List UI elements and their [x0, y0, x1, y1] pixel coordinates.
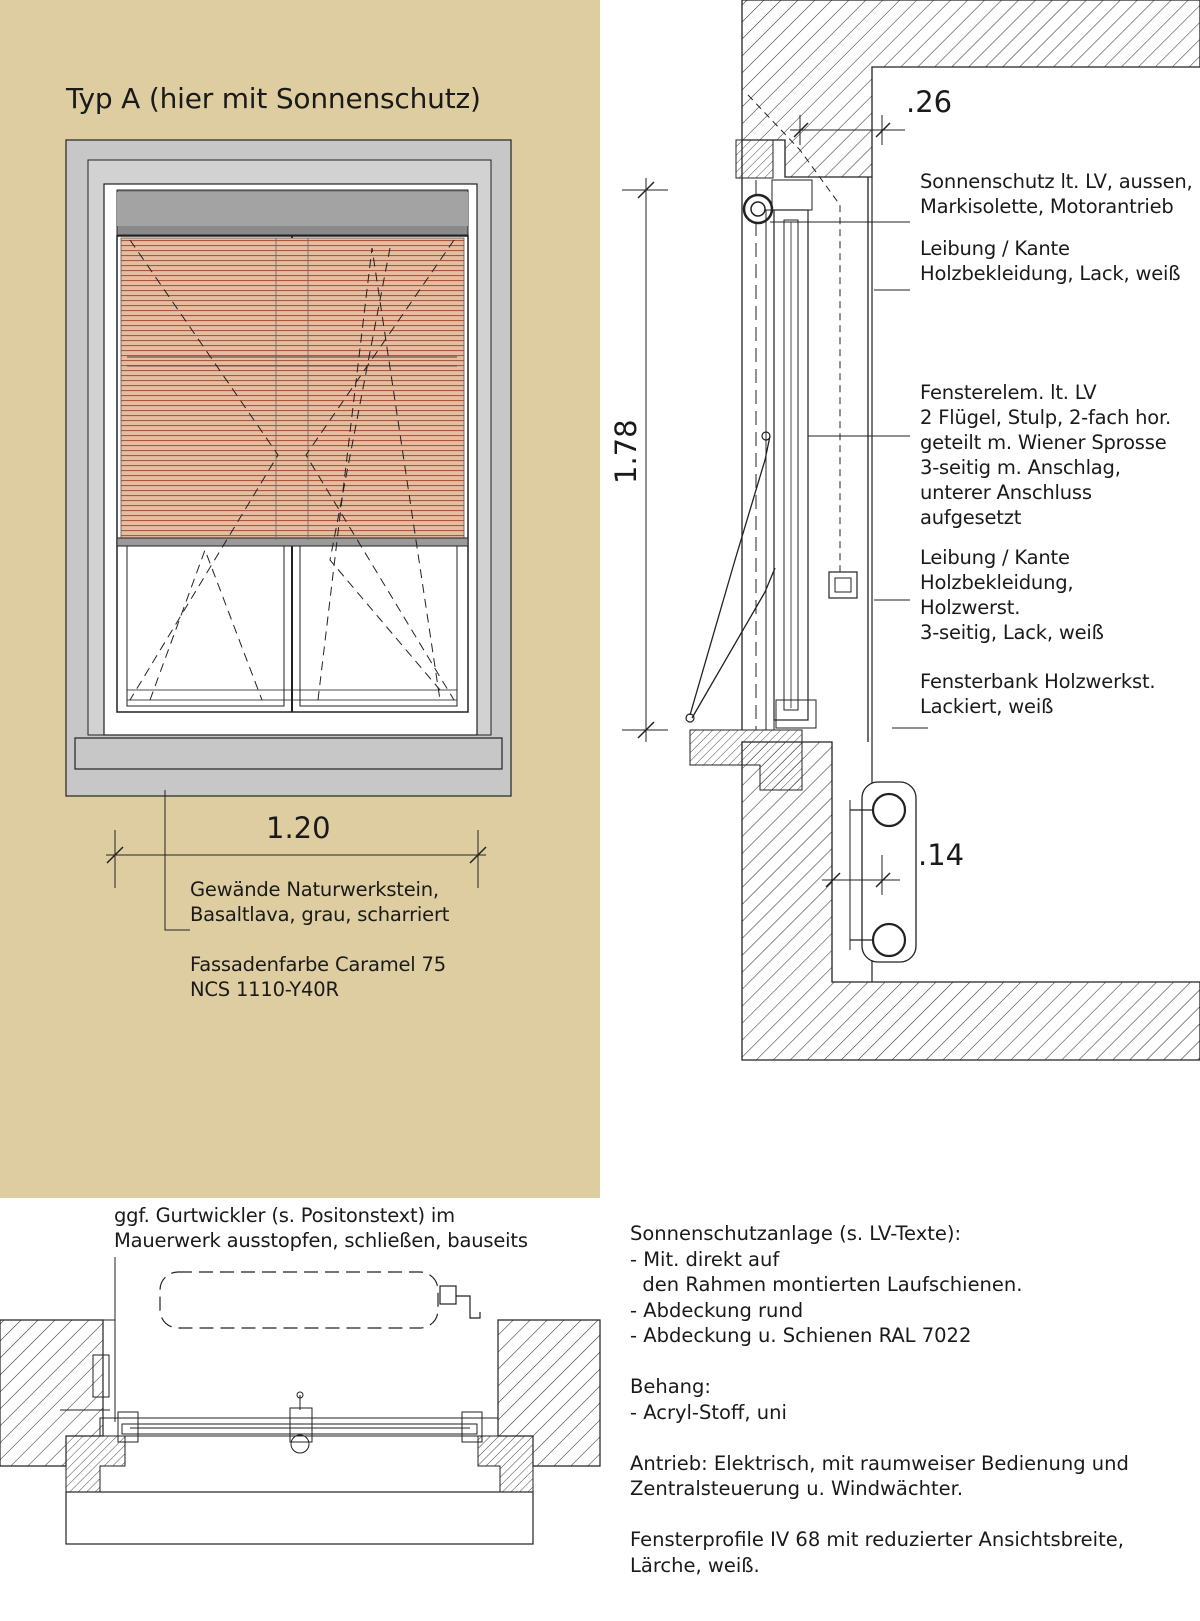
- stone-sill-section: [689, 729, 803, 791]
- label-reveal-lower-2: Holzbekleidung,: [920, 571, 1074, 594]
- top-dimension: .26: [906, 85, 953, 119]
- bottom-dimension: .14: [918, 838, 965, 872]
- vertical-section: [622, 0, 1200, 1061]
- lintel-wall: [741, 0, 1200, 178]
- window-elevation: [65, 139, 512, 931]
- spec-line: Fensterprofile IV 68 mit reduzierter Ans…: [630, 1528, 1124, 1551]
- label-sun-protection-2: Markisolette, Motorantrieb: [920, 195, 1174, 218]
- label-leaders: [770, 221, 928, 729]
- horizontal-section: [0, 1257, 601, 1545]
- elevation-title: Typ A (hier mit Sonnenschutz): [66, 82, 481, 115]
- width-dimension: 1.20: [266, 811, 331, 845]
- label-window-element-5: unterer Anschluss: [920, 481, 1092, 504]
- spec-line: Antrieb: Elektrisch, mit raumweiser Bedi…: [630, 1451, 1129, 1475]
- plan-note-line-1: ggf. Gurtwickler (s. Positonstext) im: [114, 1204, 455, 1227]
- bottom-dimension-line: [822, 855, 900, 895]
- belt-winder-box: [159, 1271, 439, 1329]
- stone-sill: [74, 737, 503, 770]
- window-frame-plan: [99, 1391, 499, 1454]
- label-window-element-3: geteilt m. Wiener Sprosse: [920, 431, 1167, 454]
- specification-text: Sonnenschutzanlage (s. LV-Texte): - Mit.…: [630, 1221, 1129, 1578]
- spec-line: [630, 1425, 1129, 1451]
- plan-note-line-2: Mauerwerk ausstopfen, schließen, bauseit…: [114, 1229, 528, 1252]
- frame-note-line-2: Basaltlava, grau, scharriert: [190, 903, 450, 926]
- spec-line: [630, 1502, 1129, 1528]
- color-note-line-2: NCS 1110-Y40R: [190, 978, 339, 1001]
- blind-roller: [742, 193, 774, 225]
- spec-line: Behang:: [630, 1375, 711, 1398]
- label-reveal-top-2: Holzbekleidung, Lack, weiß: [920, 262, 1181, 285]
- spec-line: [630, 1349, 1129, 1375]
- color-note-line-1: Fassadenfarbe Caramel 75: [190, 953, 446, 976]
- height-dimension: 1.78: [609, 419, 643, 484]
- plan-outline: [65, 1491, 534, 1545]
- label-sill-2: Lackiert, weiß: [920, 695, 1054, 718]
- spec-line: - Mit. direkt auf: [630, 1247, 780, 1271]
- venetian-blind: [120, 237, 465, 543]
- spec-line: Zentralsteuerung u. Windwächter.: [630, 1477, 964, 1500]
- awning-arm: [689, 435, 771, 716]
- label-window-element-6: aufgesetzt: [920, 506, 1022, 529]
- top-dimension-line: [790, 115, 905, 145]
- label-window-element-1: Fensterelem. lt. LV: [920, 381, 1097, 404]
- label-window-element-4: 3-seitig m. Anschlag,: [920, 456, 1121, 479]
- label-reveal-top-1: Leibung / Kante: [920, 237, 1070, 260]
- label-window-element-2: 2 Flügel, Stulp, 2-fach hor.: [920, 406, 1172, 429]
- switch-icon: [828, 571, 858, 599]
- spec-line: den Rahmen montierten Laufschienen.: [630, 1273, 1023, 1296]
- width-dimension-line: [106, 830, 487, 888]
- spec-line: - Abdeckung u. Schienen RAL 7022: [630, 1324, 972, 1347]
- label-reveal-lower-3: Holzwerst.: [920, 596, 1021, 619]
- radiator: [861, 781, 917, 963]
- frame-note-line-1: Gewände Naturwerkstein,: [190, 878, 439, 901]
- label-sun-protection-1: Sonnenschutz lt. LV, aussen,: [920, 170, 1193, 193]
- spec-line: Lärche, weiß.: [630, 1553, 760, 1577]
- spec-line: - Acryl-Stoff, uni: [630, 1400, 787, 1424]
- height-dimension-line: [622, 178, 668, 742]
- blind-bottom-rail: [116, 537, 469, 547]
- spec-line: - Abdeckung rund: [630, 1298, 804, 1322]
- spec-line: Sonnenschutzanlage (s. LV-Texte):: [630, 1222, 962, 1245]
- label-reveal-lower-1: Leibung / Kante: [920, 546, 1070, 569]
- opening-indication: [129, 239, 455, 701]
- frame-note-leader: [164, 790, 190, 931]
- parapet-wall: [741, 741, 1200, 1061]
- label-sill-1: Fensterbank Holzwerkst.: [920, 670, 1156, 693]
- stone-jamb-left: [65, 1435, 126, 1493]
- stone-lintel: [735, 139, 774, 179]
- label-reveal-lower-4: 3-seitig, Lack, weiß: [920, 621, 1104, 644]
